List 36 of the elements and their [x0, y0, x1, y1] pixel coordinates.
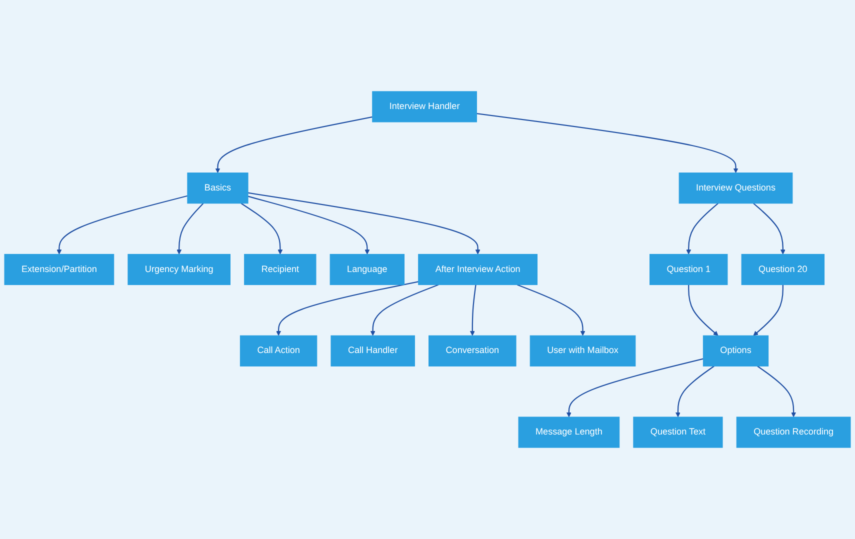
- arrow: [240, 202, 283, 254]
- node-box: Call Handler: [330, 335, 415, 366]
- node-box: Urgency Marking: [128, 254, 231, 286]
- arrow: [248, 196, 370, 254]
- arrow: [566, 358, 704, 418]
- node-box: Options: [702, 335, 769, 366]
- node-box: Call Action: [240, 335, 318, 366]
- arrow: [215, 116, 372, 174]
- node-box: Question 20: [741, 254, 825, 286]
- node-box: Language: [330, 254, 405, 286]
- arrow: [276, 281, 418, 336]
- arrow: [757, 366, 796, 418]
- node-box: After Interview Action: [418, 254, 538, 286]
- arrow: [176, 202, 204, 254]
- node-box: Question 1: [650, 254, 728, 286]
- arrow: [476, 112, 738, 174]
- node-box: Interview Handler: [372, 91, 477, 122]
- node-box: Recipient: [244, 254, 316, 286]
- arrow: [370, 284, 439, 336]
- node-box: Conversation: [428, 335, 516, 366]
- arrow: [686, 202, 718, 254]
- node-box: Extension/Partition: [4, 254, 114, 286]
- arrow: [56, 195, 188, 254]
- arrow: [516, 284, 586, 336]
- arrow: [753, 202, 786, 254]
- arrow: [688, 284, 718, 336]
- arrow: [470, 284, 476, 336]
- node-box: Basics: [187, 172, 248, 204]
- node-box: User with Mailbox: [530, 335, 636, 366]
- node-box: Question Recording: [736, 416, 851, 448]
- node-box: Message Length: [518, 416, 620, 448]
- arrow: [676, 366, 714, 418]
- node-box: Interview Questions: [678, 172, 793, 204]
- node-box: Question Text: [633, 416, 723, 448]
- arrow: [248, 192, 480, 254]
- arrow: [753, 284, 784, 336]
